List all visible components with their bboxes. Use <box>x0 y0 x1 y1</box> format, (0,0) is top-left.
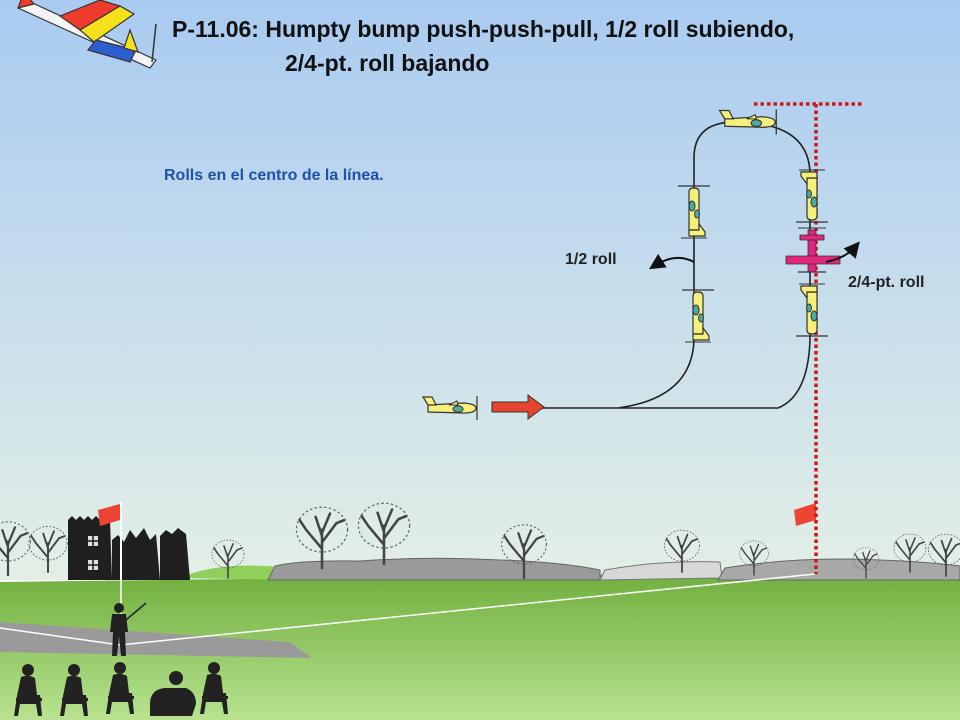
pilot <box>110 580 147 656</box>
sky <box>0 0 960 580</box>
spectators <box>14 662 228 716</box>
quarter-roll-label: 2/4-pt. roll <box>848 274 925 291</box>
hill-left <box>267 557 601 581</box>
grass <box>0 570 960 720</box>
half-roll-arrow <box>648 253 695 270</box>
entry-arrow <box>491 394 545 420</box>
sight-line-left <box>0 627 121 646</box>
page-title-line-2: 2/4-pt. roll bajando <box>285 50 490 76</box>
flag-left <box>98 502 122 582</box>
note-text: Rolls en el centro de la línea. <box>164 167 384 184</box>
castle-ruin <box>68 516 190 580</box>
half-roll-label: 1/2 roll <box>565 251 617 268</box>
hill-right <box>717 558 960 581</box>
page-title-line-1: P-11.06: Humpty bump push-push-pull, 1/2… <box>172 16 795 42</box>
hill-center <box>599 561 723 581</box>
runway <box>0 622 312 658</box>
flag-right <box>794 503 816 526</box>
quarter-roll-arrow <box>825 241 860 263</box>
logo-airplane <box>16 0 157 69</box>
sight-line-right <box>119 573 816 646</box>
